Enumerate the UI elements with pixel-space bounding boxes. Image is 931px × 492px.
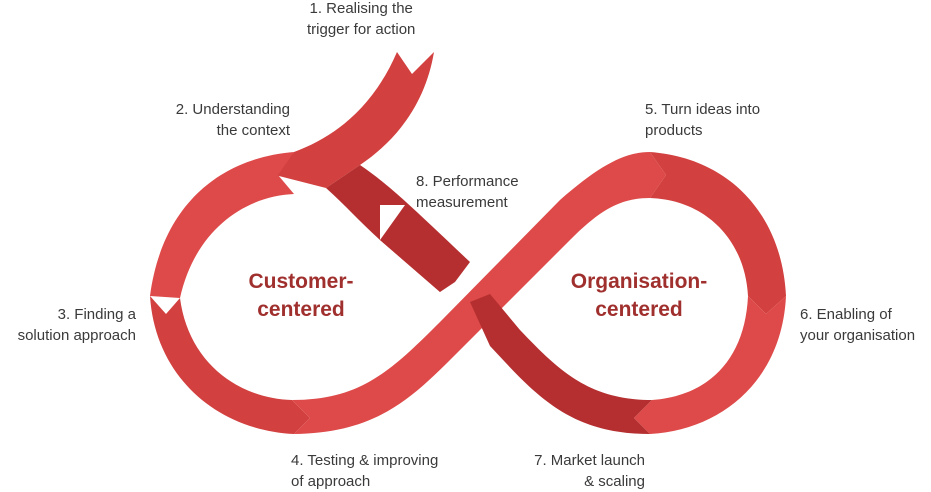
left-loop-lower-segment [150, 296, 310, 434]
diagonal-band-down-mid [326, 165, 470, 292]
organisation-centered-title: Organisation-centered [570, 270, 708, 321]
step-7-label: 7. Market launch& scaling [534, 452, 645, 490]
diagonal-band-down [470, 294, 652, 434]
performance-return-notch [380, 205, 405, 240]
right-loop-upper-segment [650, 152, 786, 314]
entry-band [275, 52, 434, 188]
customer-centered-title: Customer-centered [248, 270, 354, 321]
right-loop-lower-segment [634, 296, 786, 434]
left-loop-upper-segment [150, 152, 294, 298]
diagonal-band-up [292, 152, 666, 434]
